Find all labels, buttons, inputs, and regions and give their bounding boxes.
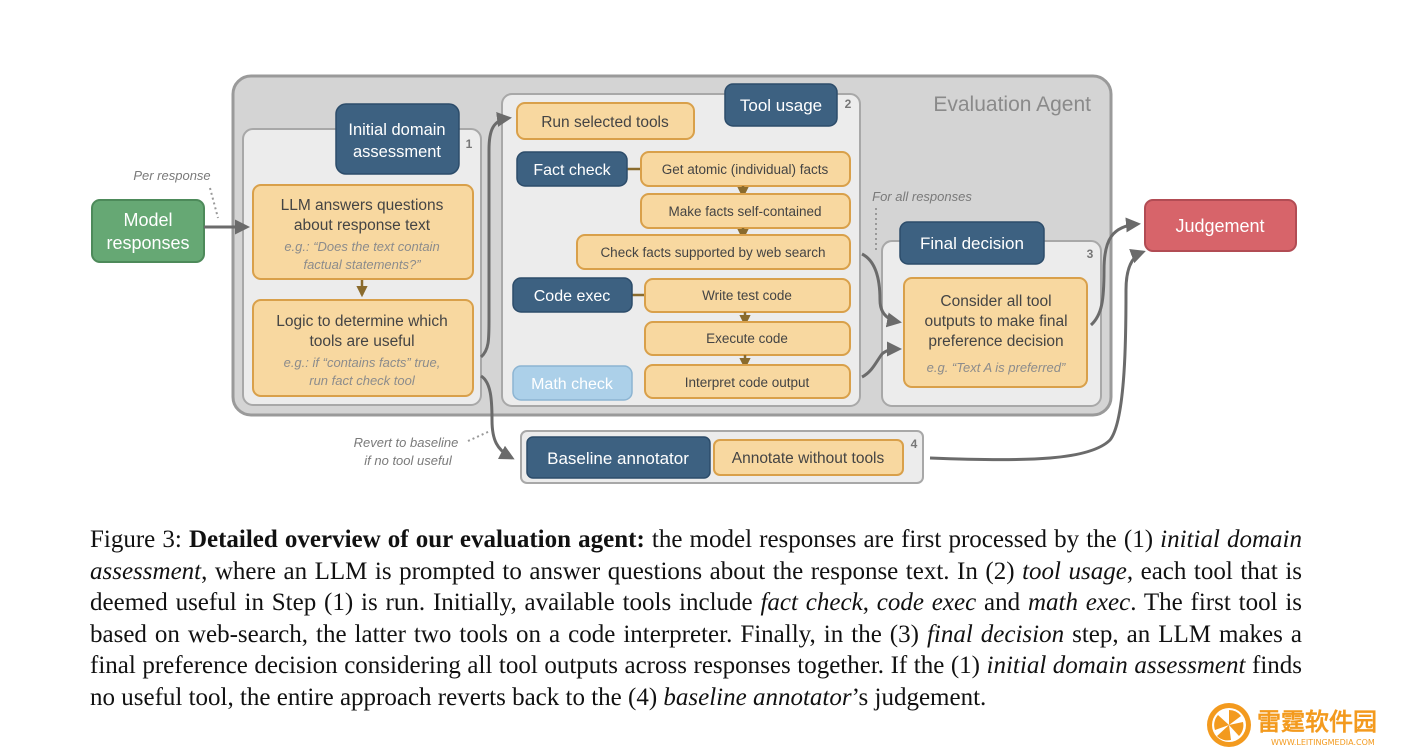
math-check-label: Math check [531, 376, 614, 393]
step1-title-line1: Initial domain [348, 121, 445, 139]
caption-text-run: step, an LLM makes a final preference de… [90, 620, 1302, 680]
arrow-fact-to-decision [861, 252, 902, 328]
figure-caption: Figure 3: Detailed overview of our evalu… [90, 524, 1302, 713]
caption-text-run: and [976, 589, 1028, 616]
logic-text-1: Logic to determine which [276, 313, 447, 330]
step3-title-box [899, 221, 1045, 265]
caption-italic-term: code exec [876, 589, 977, 616]
logic-example-1: e.g.: if “contains facts” true, [284, 355, 441, 370]
baseline-annotator-box [526, 436, 711, 479]
step2-title: Tool usage [740, 96, 822, 115]
final-decision-example: e.g. “Text A is preferred” [927, 360, 1066, 375]
code-step-3-box [644, 364, 851, 399]
step2-number: 2 [845, 97, 852, 111]
model-responses-line1: Model [123, 210, 172, 230]
baseline-annotator-label: Baseline annotator [547, 449, 689, 468]
llm-answers-example-2: factual statements?” [303, 257, 421, 272]
math-check-box [512, 365, 633, 401]
step1-title-box [335, 103, 460, 175]
llm-answers-example-1: e.g.: “Does the text contain [284, 239, 439, 254]
model-responses-line2: responses [106, 233, 189, 253]
llm-answers-text-1: LLM answers questions [281, 197, 444, 214]
code-exec-label: Code exec [534, 288, 611, 305]
arrow-step1-to-baseline [480, 374, 515, 460]
annotate-without-tools-box [713, 439, 904, 476]
arrow-baseline-to-judgement [929, 249, 1146, 462]
final-decision-box [903, 277, 1088, 388]
model-responses-box [91, 199, 205, 263]
judgement-label: Judgement [1175, 216, 1264, 236]
watermark: 雷霆软件园 WWW.LEITINGMEDIA.COM [1207, 703, 1377, 747]
caption-italic-term: initial domain assessment [90, 526, 1302, 585]
evaluation-agent-label: Evaluation Agent [933, 93, 1091, 116]
caption-italic-term: math exec [1027, 589, 1131, 616]
code-step-3-text: Interpret code output [685, 375, 810, 390]
caption-italic-term: final decision [926, 620, 1065, 648]
code-step-1-text: Write test code [702, 288, 792, 303]
fact-step-2-text: Make facts self-contained [668, 204, 821, 219]
fact-check-box [516, 151, 628, 187]
code-exec-box [512, 277, 633, 313]
caption-text-run: the model responses are first processed … [644, 526, 1161, 553]
code-step-2-text: Execute code [706, 331, 788, 346]
revert-dotted [467, 430, 491, 442]
step1-title-line2: assessment [353, 143, 441, 161]
logic-example-2: run fact check tool [309, 373, 416, 388]
code-step-2-box [644, 321, 851, 356]
step3-title: Final decision [920, 234, 1024, 253]
arrow-code-to-decision [861, 341, 902, 379]
caption-text-run: finds no useful tool, the entire approac… [90, 652, 1302, 711]
revert-note-line1: Revert to baseline [354, 435, 459, 450]
logic-box [252, 299, 474, 397]
watermark-url: WWW.LEITINGMEDIA.COM [1271, 738, 1375, 747]
step1-number: 1 [466, 137, 473, 151]
arrow-step1-to-tools [479, 112, 512, 359]
revert-note-line2: if no tool useful [364, 453, 453, 468]
for-all-responses-note: For all responses [872, 189, 972, 204]
orange-logo-icon [1207, 703, 1251, 747]
caption-italic-term: initial domain assessment [986, 652, 1246, 679]
caption-text-run: , where an LLM is prompted to answer que… [201, 557, 1023, 585]
per-response-note: Per response [133, 168, 210, 183]
fact-step-2-box [640, 193, 851, 229]
caption-italic-term: baseline annotator [663, 683, 852, 711]
fact-step-1-box [640, 151, 851, 187]
caption-text-run: , [862, 589, 877, 616]
caption-text-run: . The first tool is based on web-search,… [90, 589, 1303, 648]
step3-number: 3 [1087, 247, 1094, 261]
caption-body: the model responses are first processed … [90, 526, 1302, 711]
caption-italic-term: tool usage [1022, 557, 1127, 585]
fact-step-1-text: Get atomic (individual) facts [662, 162, 829, 177]
watermark-brand: 雷霆软件园 [1257, 708, 1377, 736]
llm-answers-text-2: about response text [294, 217, 431, 234]
caption-text-run: ’s judgement. [851, 683, 987, 711]
annotate-without-tools-text: Annotate without tools [732, 450, 885, 467]
fact-step-3-text: Check facts supported by web search [600, 245, 825, 260]
per-response-dotted [209, 187, 219, 219]
caption-figure-label: Figure 3: [90, 526, 182, 553]
fact-check-label: Fact check [533, 162, 611, 179]
logic-text-2: tools are useful [309, 333, 414, 350]
final-decision-text-1: Consider all tool [940, 293, 1051, 310]
arrow-decision-to-judgement [1089, 217, 1141, 327]
caption-bold-title: Detailed overview of our evaluation agen… [188, 526, 645, 553]
judgement-box [1144, 199, 1297, 252]
llm-answers-box [252, 184, 474, 280]
run-selected-tools-box [516, 102, 695, 140]
code-step-1-box [644, 278, 851, 313]
caption-italic-term: fact check [760, 589, 863, 616]
step4-number: 4 [911, 437, 918, 451]
run-selected-tools-text: Run selected tools [541, 114, 669, 131]
final-decision-text-3: preference decision [928, 333, 1063, 350]
step2-title-box [724, 83, 838, 127]
final-decision-text-2: outputs to make final [924, 313, 1067, 330]
caption-text-run: , each tool that is deemed useful in Ste… [90, 557, 1303, 617]
fact-step-3-box [576, 234, 851, 270]
